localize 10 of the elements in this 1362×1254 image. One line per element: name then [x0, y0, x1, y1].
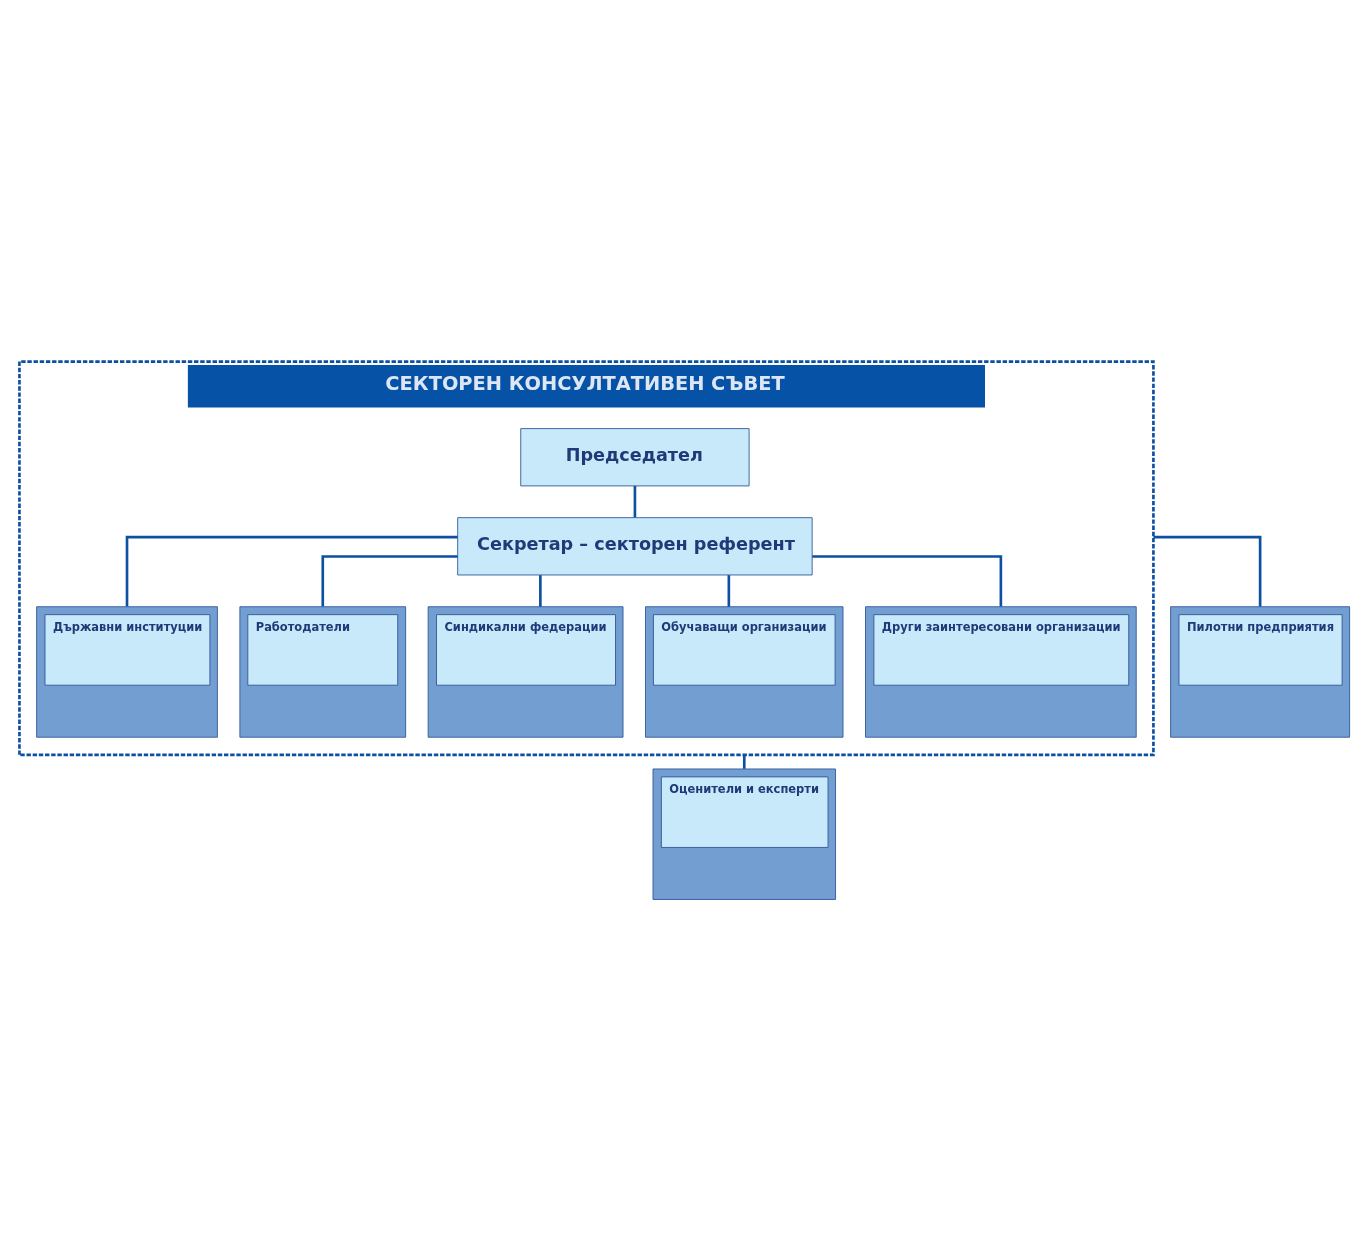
connector — [321, 555, 458, 607]
connector — [812, 555, 1003, 607]
connector — [742, 754, 746, 769]
connector — [727, 575, 731, 607]
node-box: Председател — [520, 428, 750, 487]
connector — [125, 535, 458, 607]
connector — [539, 575, 542, 607]
node-box: Секретар – секторен референт — [457, 517, 813, 576]
connector — [633, 485, 637, 518]
connector — [1153, 535, 1262, 607]
